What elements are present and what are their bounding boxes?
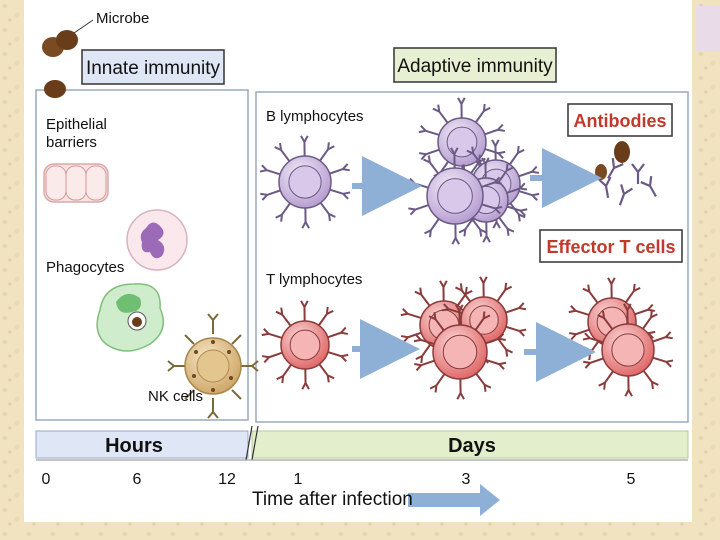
parchment-right-strip (692, 0, 720, 540)
macrophage-icon (97, 284, 163, 351)
adaptive-header-label: Adaptive immunity (397, 56, 553, 77)
time-axis-label: Time after infection (252, 489, 413, 510)
epithelial-barrier-icon (44, 164, 108, 202)
nk-label: NK cells (148, 388, 203, 405)
days-label: Days (448, 435, 496, 457)
tick-1: 1 (294, 471, 303, 488)
b-lymphocytes-label: B lymphocytes (266, 108, 364, 125)
innate-header-label: Innate immunity (86, 58, 221, 79)
parchment-bottom-strip (0, 522, 720, 540)
phagocytes-label: Phagocytes (46, 259, 124, 276)
parchment-left-strip (0, 0, 24, 540)
effector-label: Effector T cells (546, 237, 675, 257)
epithelial-label-2: barriers (46, 134, 97, 151)
microbe-label: Microbe (96, 10, 149, 27)
hours-label: Hours (105, 435, 163, 457)
tick-12: 12 (218, 471, 236, 488)
tick-3: 3 (462, 471, 471, 488)
t-lymphocytes-label: T lymphocytes (266, 271, 362, 288)
tick-5: 5 (627, 471, 636, 488)
tick-6: 6 (133, 471, 142, 488)
corner-swatch (696, 6, 720, 52)
bound-microbe-icon (595, 164, 607, 180)
epithelial-label-1: Epithelial (46, 116, 107, 133)
bound-microbe-icon (614, 141, 630, 163)
neutrophil-icon (127, 210, 187, 270)
antibodies-label: Antibodies (574, 111, 667, 131)
tick-0: 0 (42, 471, 51, 488)
